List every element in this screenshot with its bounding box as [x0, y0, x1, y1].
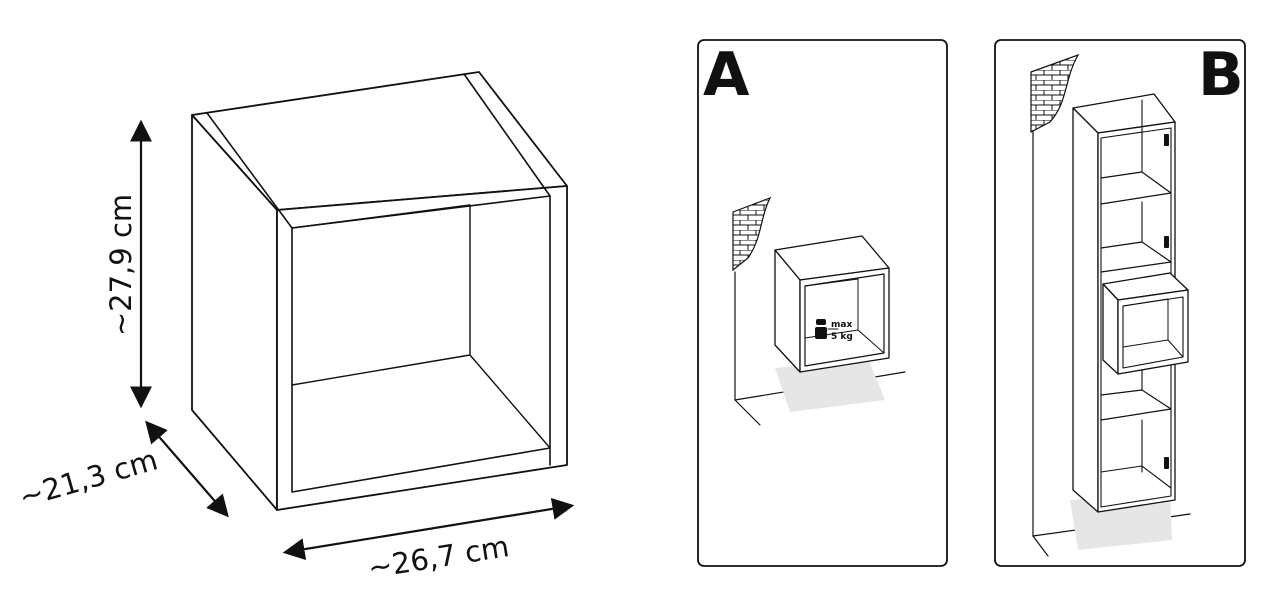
load-value-label: 5 kg [831, 332, 853, 342]
height-label: ~27,9 cm [104, 194, 138, 336]
cube-drawing [191, 71, 568, 511]
depth-label: ~21,3 cm [15, 442, 161, 514]
weight-icon [815, 319, 839, 339]
panel-b-letter: B [1198, 40, 1244, 110]
load-max-label: max [831, 320, 852, 330]
depth-arrow [145, 420, 229, 518]
brick-wall-icon-b [1030, 53, 1080, 133]
panel-a: A max 5 kg [697, 39, 948, 567]
width-arrow [282, 497, 575, 561]
panel-b: B [994, 39, 1246, 567]
width-label: ~26,7 cm [366, 529, 512, 585]
cabinet-shelves [1100, 99, 1172, 489]
panel-a-letter: A [703, 40, 750, 110]
brick-wall-icon [732, 196, 772, 272]
hinge-icon [1164, 134, 1169, 469]
